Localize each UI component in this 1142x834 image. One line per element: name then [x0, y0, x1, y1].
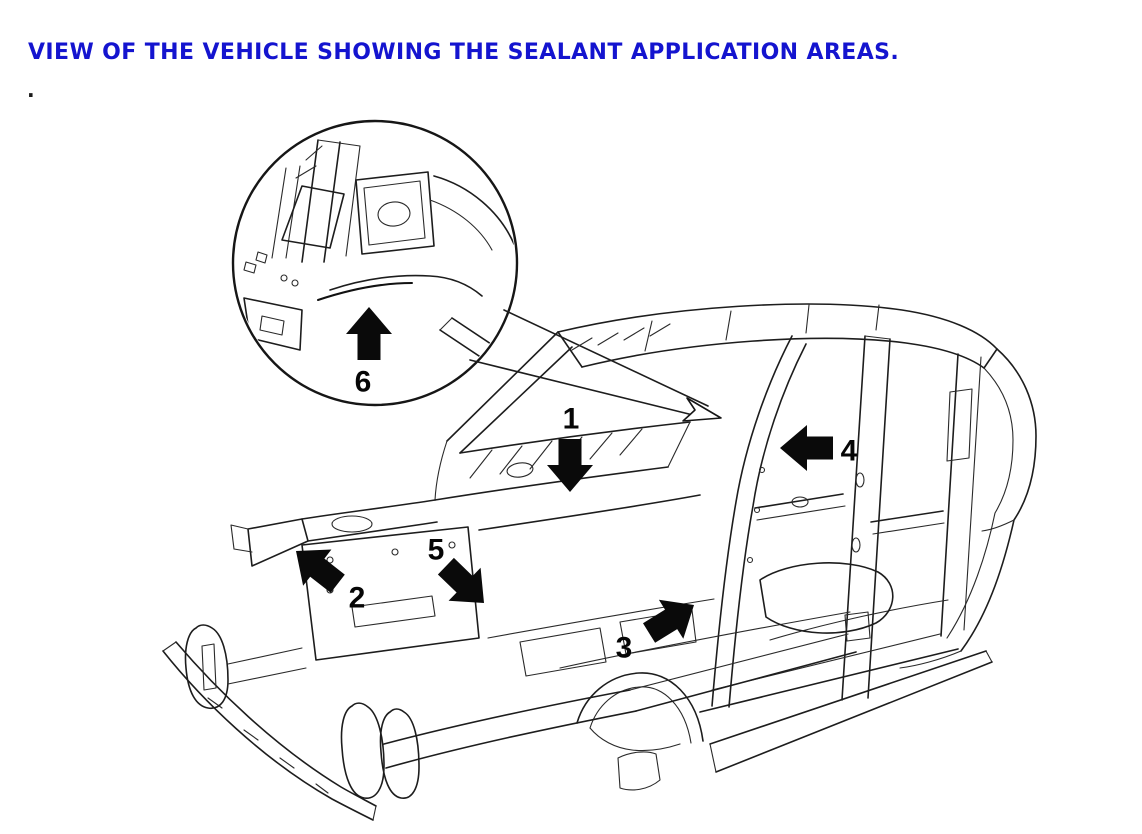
page-title: VIEW OF THE VEHICLE SHOWING THE SEALANT …	[28, 40, 900, 65]
callout-3: 3	[616, 599, 694, 665]
paragraph-dot: .	[27, 78, 35, 102]
vehicle-body-art	[162, 303, 1037, 821]
callout-6: 6	[346, 307, 392, 399]
callout-number-1: 1	[563, 403, 580, 436]
sealant-arrow-up-right	[643, 599, 694, 643]
sealant-arrow-down	[547, 439, 593, 492]
callout-number-5: 5	[428, 534, 445, 567]
callout-5: 5	[428, 534, 484, 603]
callout-number-4: 4	[841, 435, 858, 468]
sealant-arrow-up	[346, 307, 392, 360]
sealant-arrow-down-right	[437, 557, 484, 603]
inset-circle	[231, 119, 519, 407]
sealant-arrow-left	[780, 425, 833, 471]
callout-2: 2	[296, 549, 366, 615]
sealant-arrow-up-left	[296, 549, 345, 593]
callout-number-6: 6	[355, 366, 372, 399]
callout-1: 1	[547, 403, 593, 492]
callout-4: 4	[780, 425, 858, 471]
callouts-layer: 1 2 3 4 5 6	[296, 307, 858, 665]
callout-number-2: 2	[349, 582, 366, 615]
callout-number-3: 3	[616, 632, 633, 665]
inset-leader-arrow	[469, 309, 722, 422]
